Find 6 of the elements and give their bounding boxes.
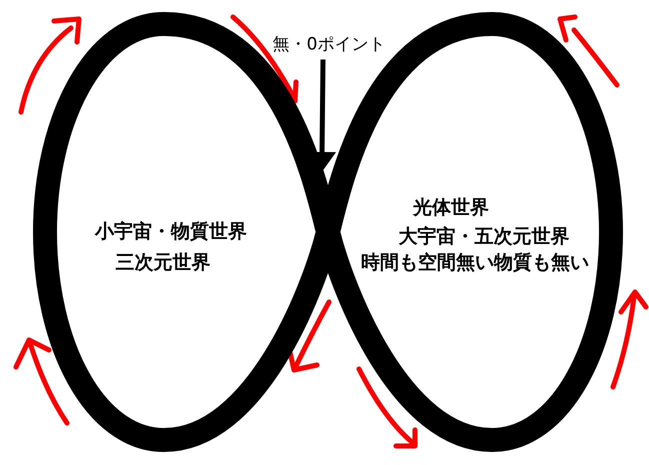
loop-label: 小宇宙・物質世界	[95, 222, 247, 242]
loop-label: 光体世界	[413, 198, 489, 218]
point-label: 無・0ポイント	[272, 36, 386, 54]
loop-label: 時間も空間無い物質も無い	[361, 254, 589, 272]
loop-label: 三次元世界	[116, 254, 210, 272]
loop-label: 大宇宙・五次元世界	[398, 228, 570, 246]
